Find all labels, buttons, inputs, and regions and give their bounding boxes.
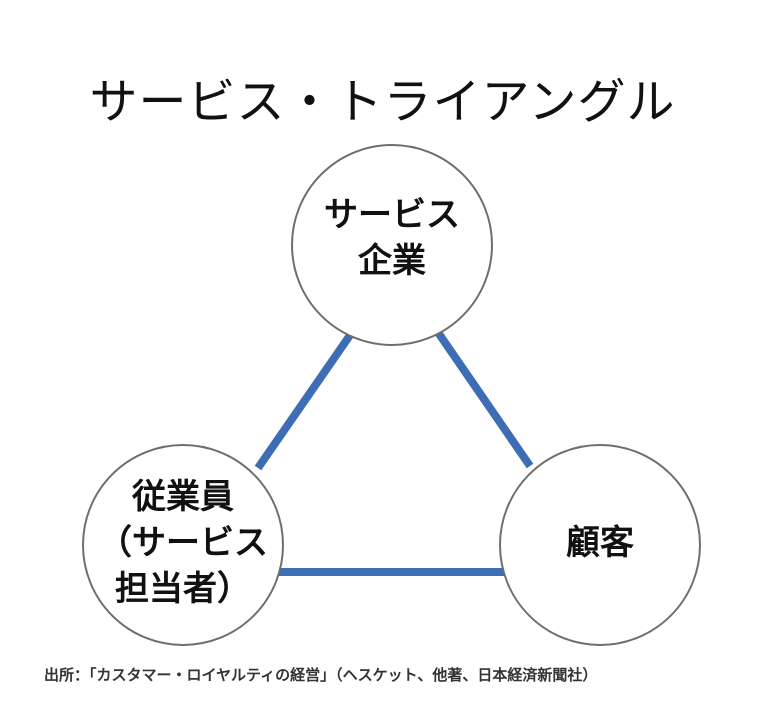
edge-company-employee: [254, 325, 359, 471]
node-customer-circle: [499, 444, 701, 646]
edge-company-customer: [431, 325, 534, 469]
node-company-label: サービス 企業: [324, 195, 460, 281]
node-company-circle: [291, 144, 493, 346]
diagram-title: サービス・トライアングル: [89, 74, 676, 130]
node-employee-label: 従業員 （サービス 担当者）: [98, 477, 268, 609]
node-employee-circle: [82, 444, 284, 646]
source-citation: 出所：「カスタマー・ロイヤルティの経営」（ヘスケット、他著、日本経済新聞社）: [44, 666, 598, 684]
node-customer-label: 顧客: [566, 523, 634, 563]
